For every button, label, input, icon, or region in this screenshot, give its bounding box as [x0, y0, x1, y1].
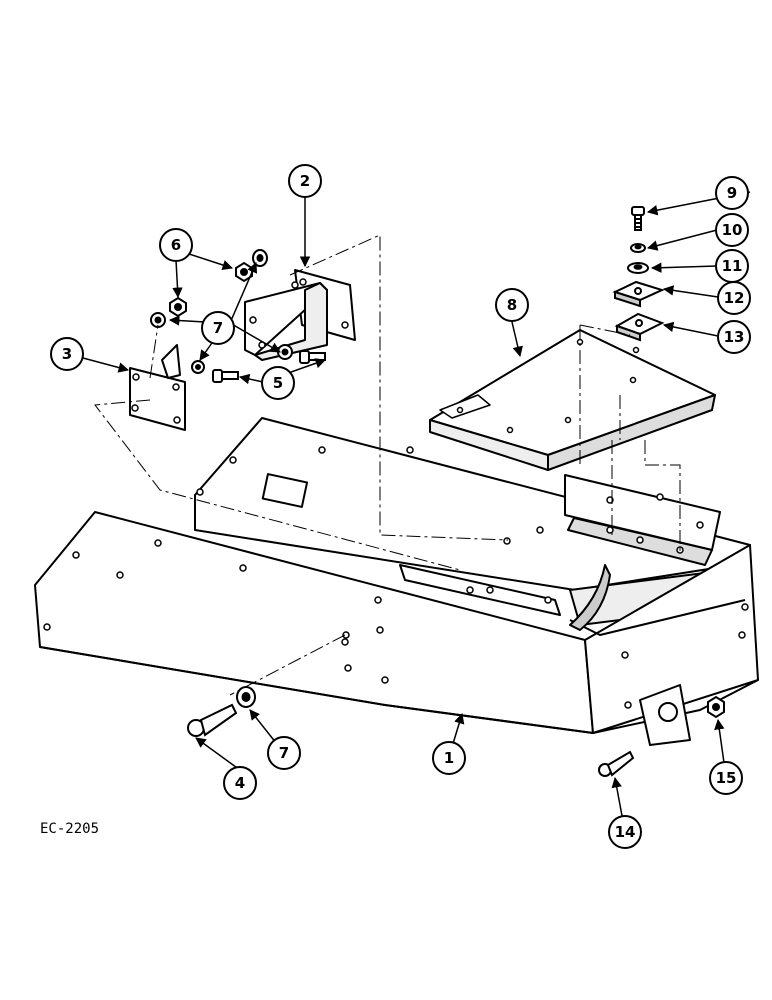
callout-10: 10: [722, 221, 743, 239]
callout-12: 12: [724, 289, 745, 307]
plate-12: [612, 280, 665, 308]
bolt-9: [631, 206, 645, 231]
callout-5: 5: [273, 374, 283, 392]
callout-14: 14: [615, 823, 636, 841]
frame-window-slot: [261, 473, 309, 508]
callout-3: 3: [62, 345, 72, 363]
top-plate: [429, 329, 716, 471]
figure-code: EC-2205: [40, 821, 99, 837]
callout-10-circle: [715, 213, 749, 247]
callout-12-circle: [717, 281, 751, 315]
callout-labels: 1 2 3 4 5 6 7 7 8 9 10 11 12 13 14 15: [62, 172, 745, 841]
callout-13: 13: [724, 328, 745, 346]
washer-10: [630, 243, 646, 253]
callout-6-circle: [159, 228, 193, 262]
frame-assembly: [34, 417, 759, 746]
frame-holes: [43, 446, 749, 709]
callout-9-circle: [715, 176, 749, 210]
callout-5-circle: [261, 366, 295, 400]
callout-9: 9: [727, 184, 737, 202]
callout-7a-circle: [201, 311, 235, 345]
callout-2-circle: [288, 164, 322, 198]
plate-13: [614, 312, 665, 342]
callout-4-circle: [223, 766, 257, 800]
callout-14-circle: [608, 815, 642, 849]
callout-6: 6: [171, 236, 181, 254]
callout-7a: 7: [213, 319, 223, 337]
bracket-2: [244, 269, 356, 361]
callout-11: 11: [722, 257, 743, 275]
callout-2: 2: [300, 172, 310, 190]
bolt-4: [187, 703, 238, 737]
bolt-14: [598, 750, 635, 777]
callout-7b-circle: [267, 736, 301, 770]
callout-3-circle: [50, 337, 84, 371]
frame-boss-hole: [658, 702, 678, 722]
bolts-5: [212, 350, 326, 383]
callout-8-circle: [495, 288, 529, 322]
callouts: [50, 164, 751, 849]
callout-7b: 7: [279, 744, 289, 762]
callout-1: 1: [444, 749, 454, 767]
alignment-lines: [94, 234, 681, 696]
callout-8: 8: [507, 296, 517, 314]
nut-15: [707, 695, 725, 719]
frame-back-bracket: [399, 564, 561, 616]
frame-inner-rib: [569, 564, 611, 631]
callout-4: 4: [235, 774, 245, 792]
plate-3: [129, 344, 186, 431]
callout-13-circle: [717, 320, 751, 354]
callout-15: 15: [716, 769, 737, 787]
callout-15-circle: [709, 761, 743, 795]
nuts-6: [169, 261, 253, 318]
callout-1-circle: [432, 741, 466, 775]
washer-11: [627, 262, 649, 274]
